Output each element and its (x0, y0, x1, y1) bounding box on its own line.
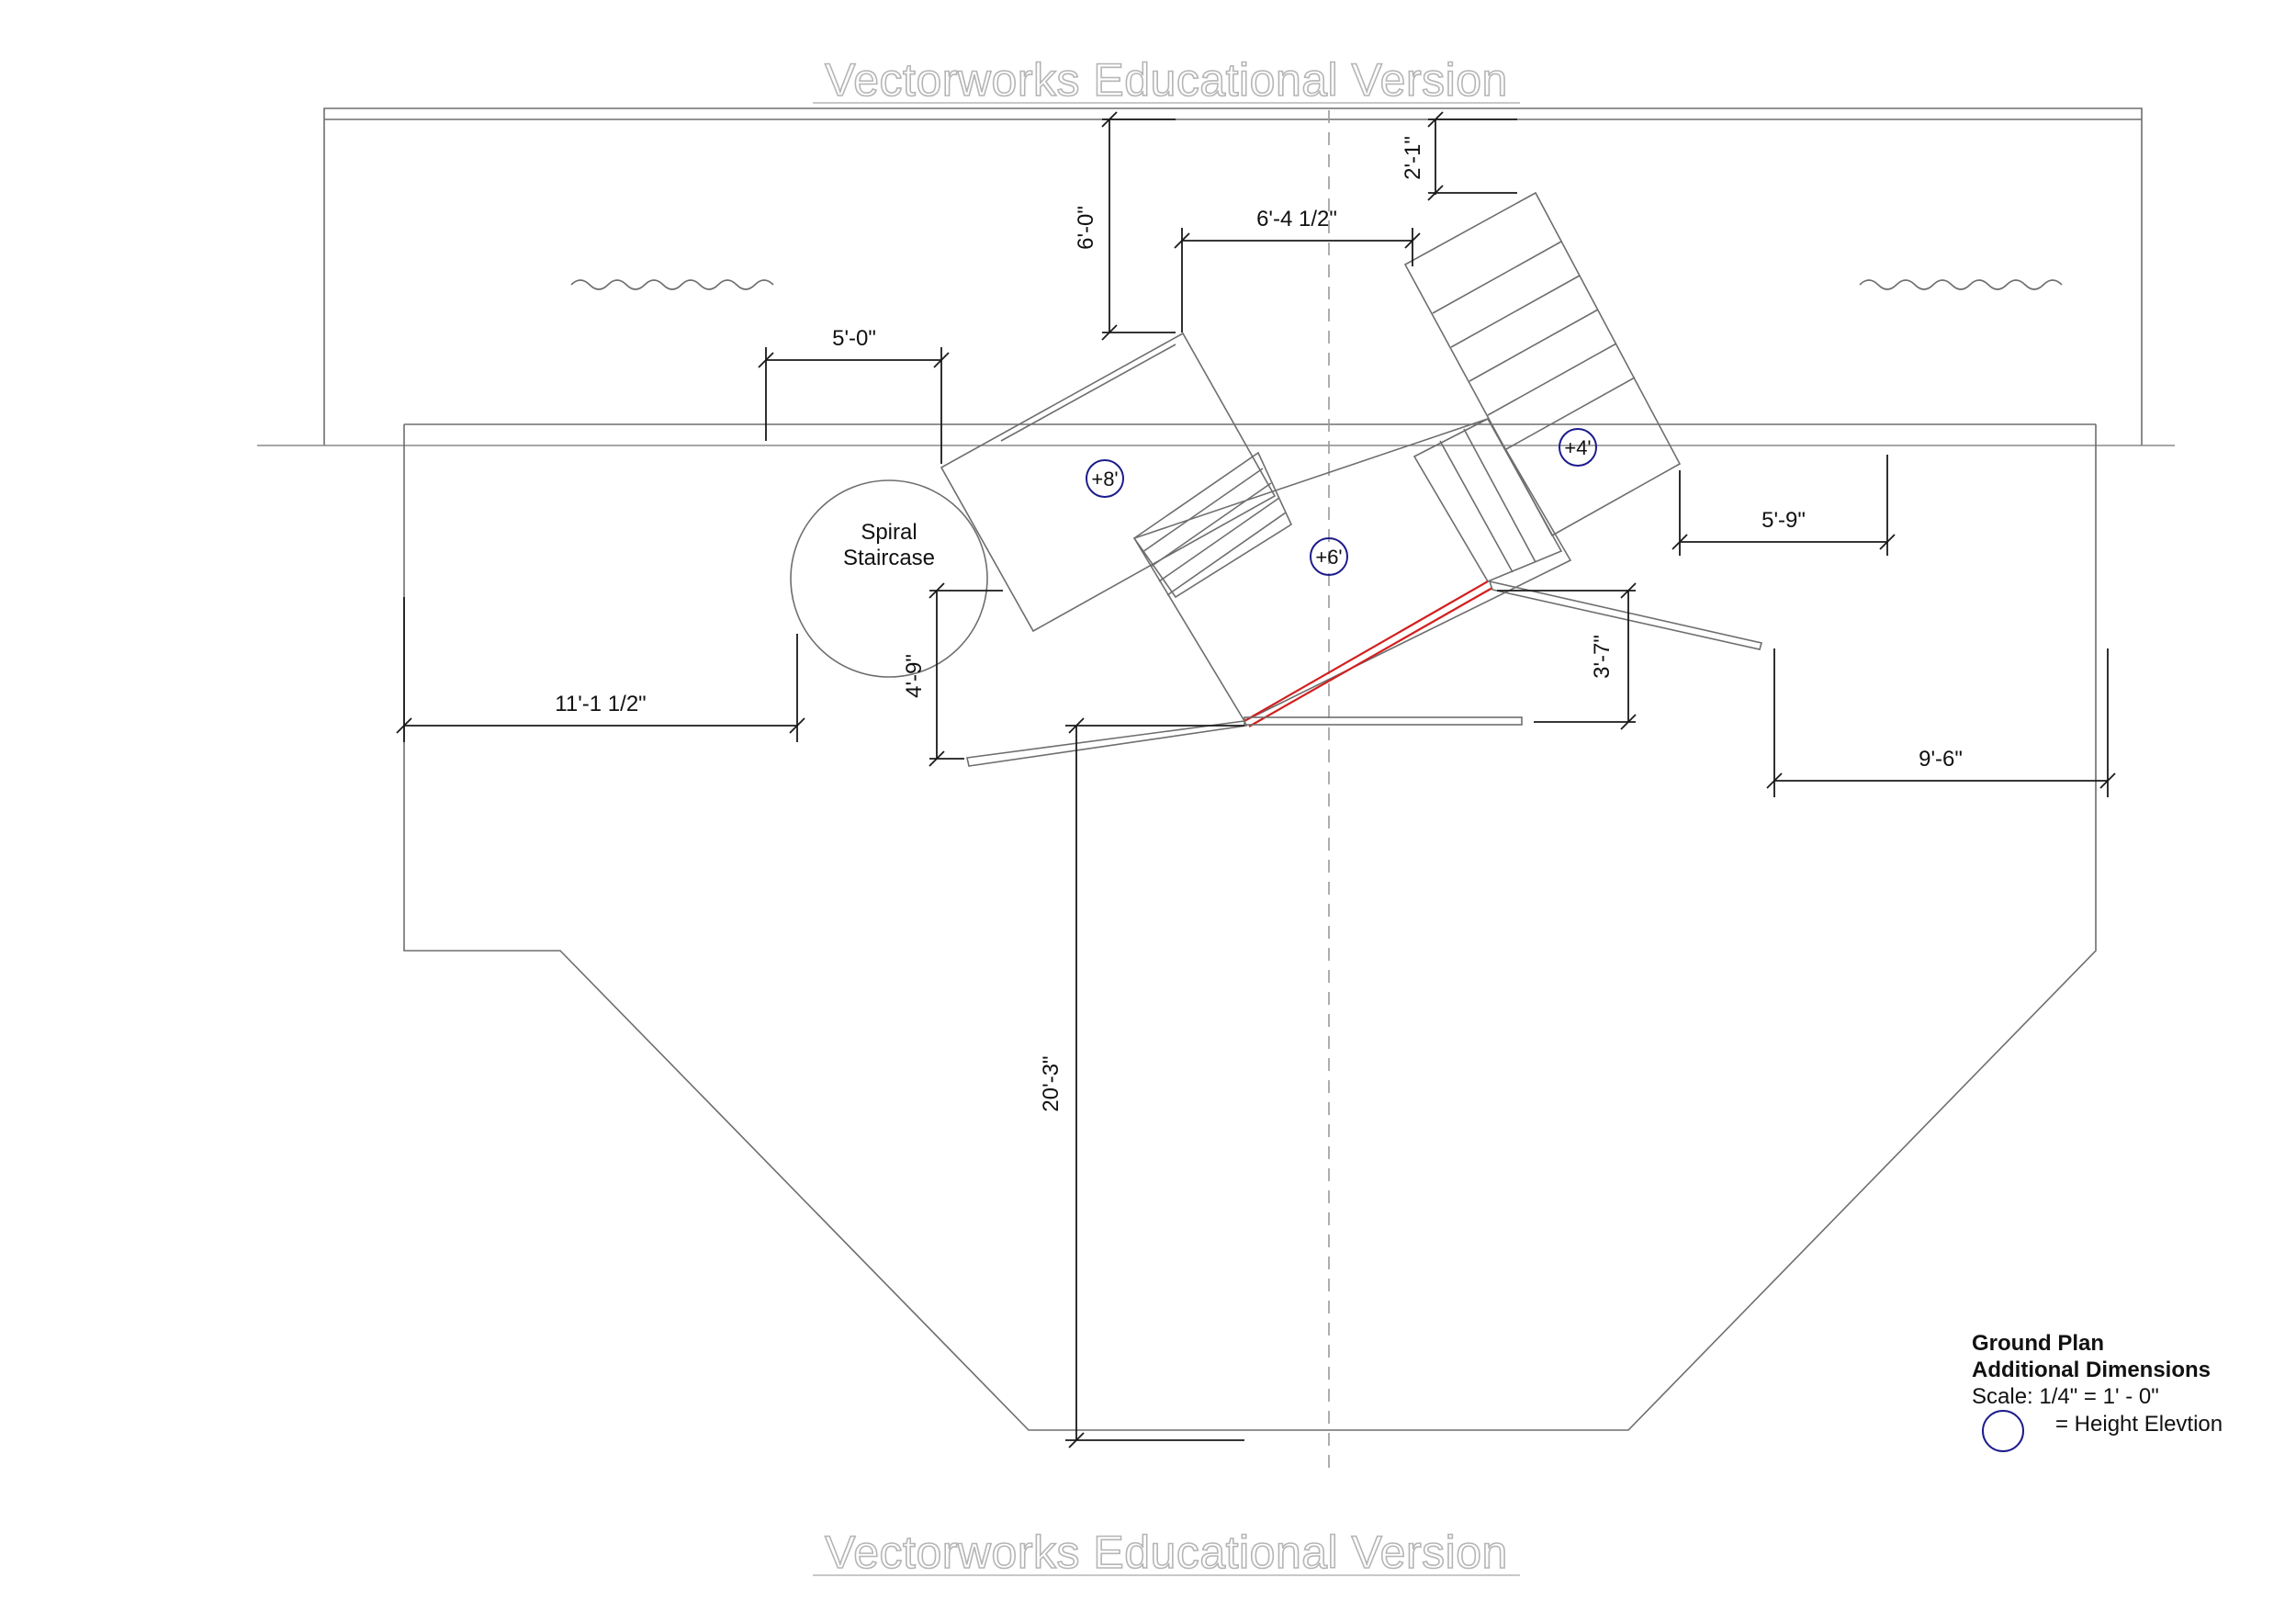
dimension-6-4-half: 6'-4 1/2" (1174, 207, 1421, 332)
dimension-9-6: 9'-6" (1766, 648, 2116, 797)
stage-floor-outline (403, 424, 2097, 1431)
back-wall (323, 107, 2143, 445)
highlighted-platform-edge (1244, 580, 1493, 727)
dimension-5-0: 5'-0" (758, 326, 950, 464)
platform-plus-6 (1132, 418, 1572, 723)
svg-text:5'-0": 5'-0" (832, 326, 876, 351)
wave-symbol-left (570, 279, 774, 290)
stair-8-to-6 (1132, 451, 1293, 599)
svg-text:4'-9": 4'-9" (902, 654, 927, 698)
flat-center (1244, 716, 1523, 726)
ramp-left (966, 720, 1248, 767)
legend-key: = Height Elevtion (2055, 1412, 2223, 1437)
elevation-marker-plus-8: +8' (1086, 459, 1124, 498)
spiral-staircase (790, 479, 988, 678)
svg-text:6'-0": 6'-0" (1074, 206, 1098, 250)
watermark-top: Vectorworks Educational Version (825, 54, 1508, 106)
legend-title: Ground Plan (1972, 1331, 2104, 1356)
svg-text:+6': +6' (1315, 546, 1342, 569)
legend-elevation-circle (1982, 1410, 2024, 1452)
legend-subtitle: Additional Dimensions (1972, 1358, 2211, 1382)
svg-text:11'-1 1/2": 11'-1 1/2" (555, 692, 646, 716)
platform-plus-8 (940, 332, 1277, 633)
stage-edge (257, 423, 2175, 446)
svg-text:9'-6": 9'-6" (1919, 747, 1963, 772)
svg-text:5'-9": 5'-9" (1761, 508, 1806, 533)
dimension-3-7: 3'-7" (1497, 582, 1637, 730)
svg-text:2'-1": 2'-1" (1401, 136, 1425, 180)
dimension-2-1: 2'-1" (1401, 111, 1517, 201)
dimension-6-0: 6'-0" (1074, 111, 1176, 341)
elevation-marker-plus-6: +6' (1310, 537, 1348, 576)
spiral-staircase-label-2: Staircase (843, 546, 935, 570)
wave-symbol-right (1859, 279, 2063, 290)
elevation-marker-plus-4: +4' (1559, 428, 1597, 467)
legend-scale: Scale: 1/4" = 1' - 0" (1972, 1384, 2159, 1409)
platform-plus-4 (1403, 191, 1682, 537)
svg-text:20'-3": 20'-3" (1039, 1055, 1064, 1111)
dimension-20-3: 20'-3" (1039, 717, 1244, 1448)
dimension-5-9: 5'-9" (1671, 455, 1896, 556)
stair-6-to-4 (1412, 417, 1563, 583)
dimension-11-1-half: 11'-1 1/2" (396, 597, 805, 742)
svg-text:3'-7": 3'-7" (1590, 635, 1615, 679)
svg-text:+8': +8' (1091, 468, 1118, 490)
dimension-4-9: 4'-9" (902, 582, 1003, 767)
watermark-bottom: Vectorworks Educational Version (825, 1527, 1508, 1578)
svg-text:6'-4 1/2": 6'-4 1/2" (1256, 207, 1337, 231)
spiral-staircase-label-1: Spiral (861, 520, 917, 545)
svg-text:+4': +4' (1564, 436, 1591, 459)
ramp-right (1488, 580, 1763, 650)
legend: Ground Plan Additional Dimensions Scale:… (1972, 1331, 2223, 1452)
